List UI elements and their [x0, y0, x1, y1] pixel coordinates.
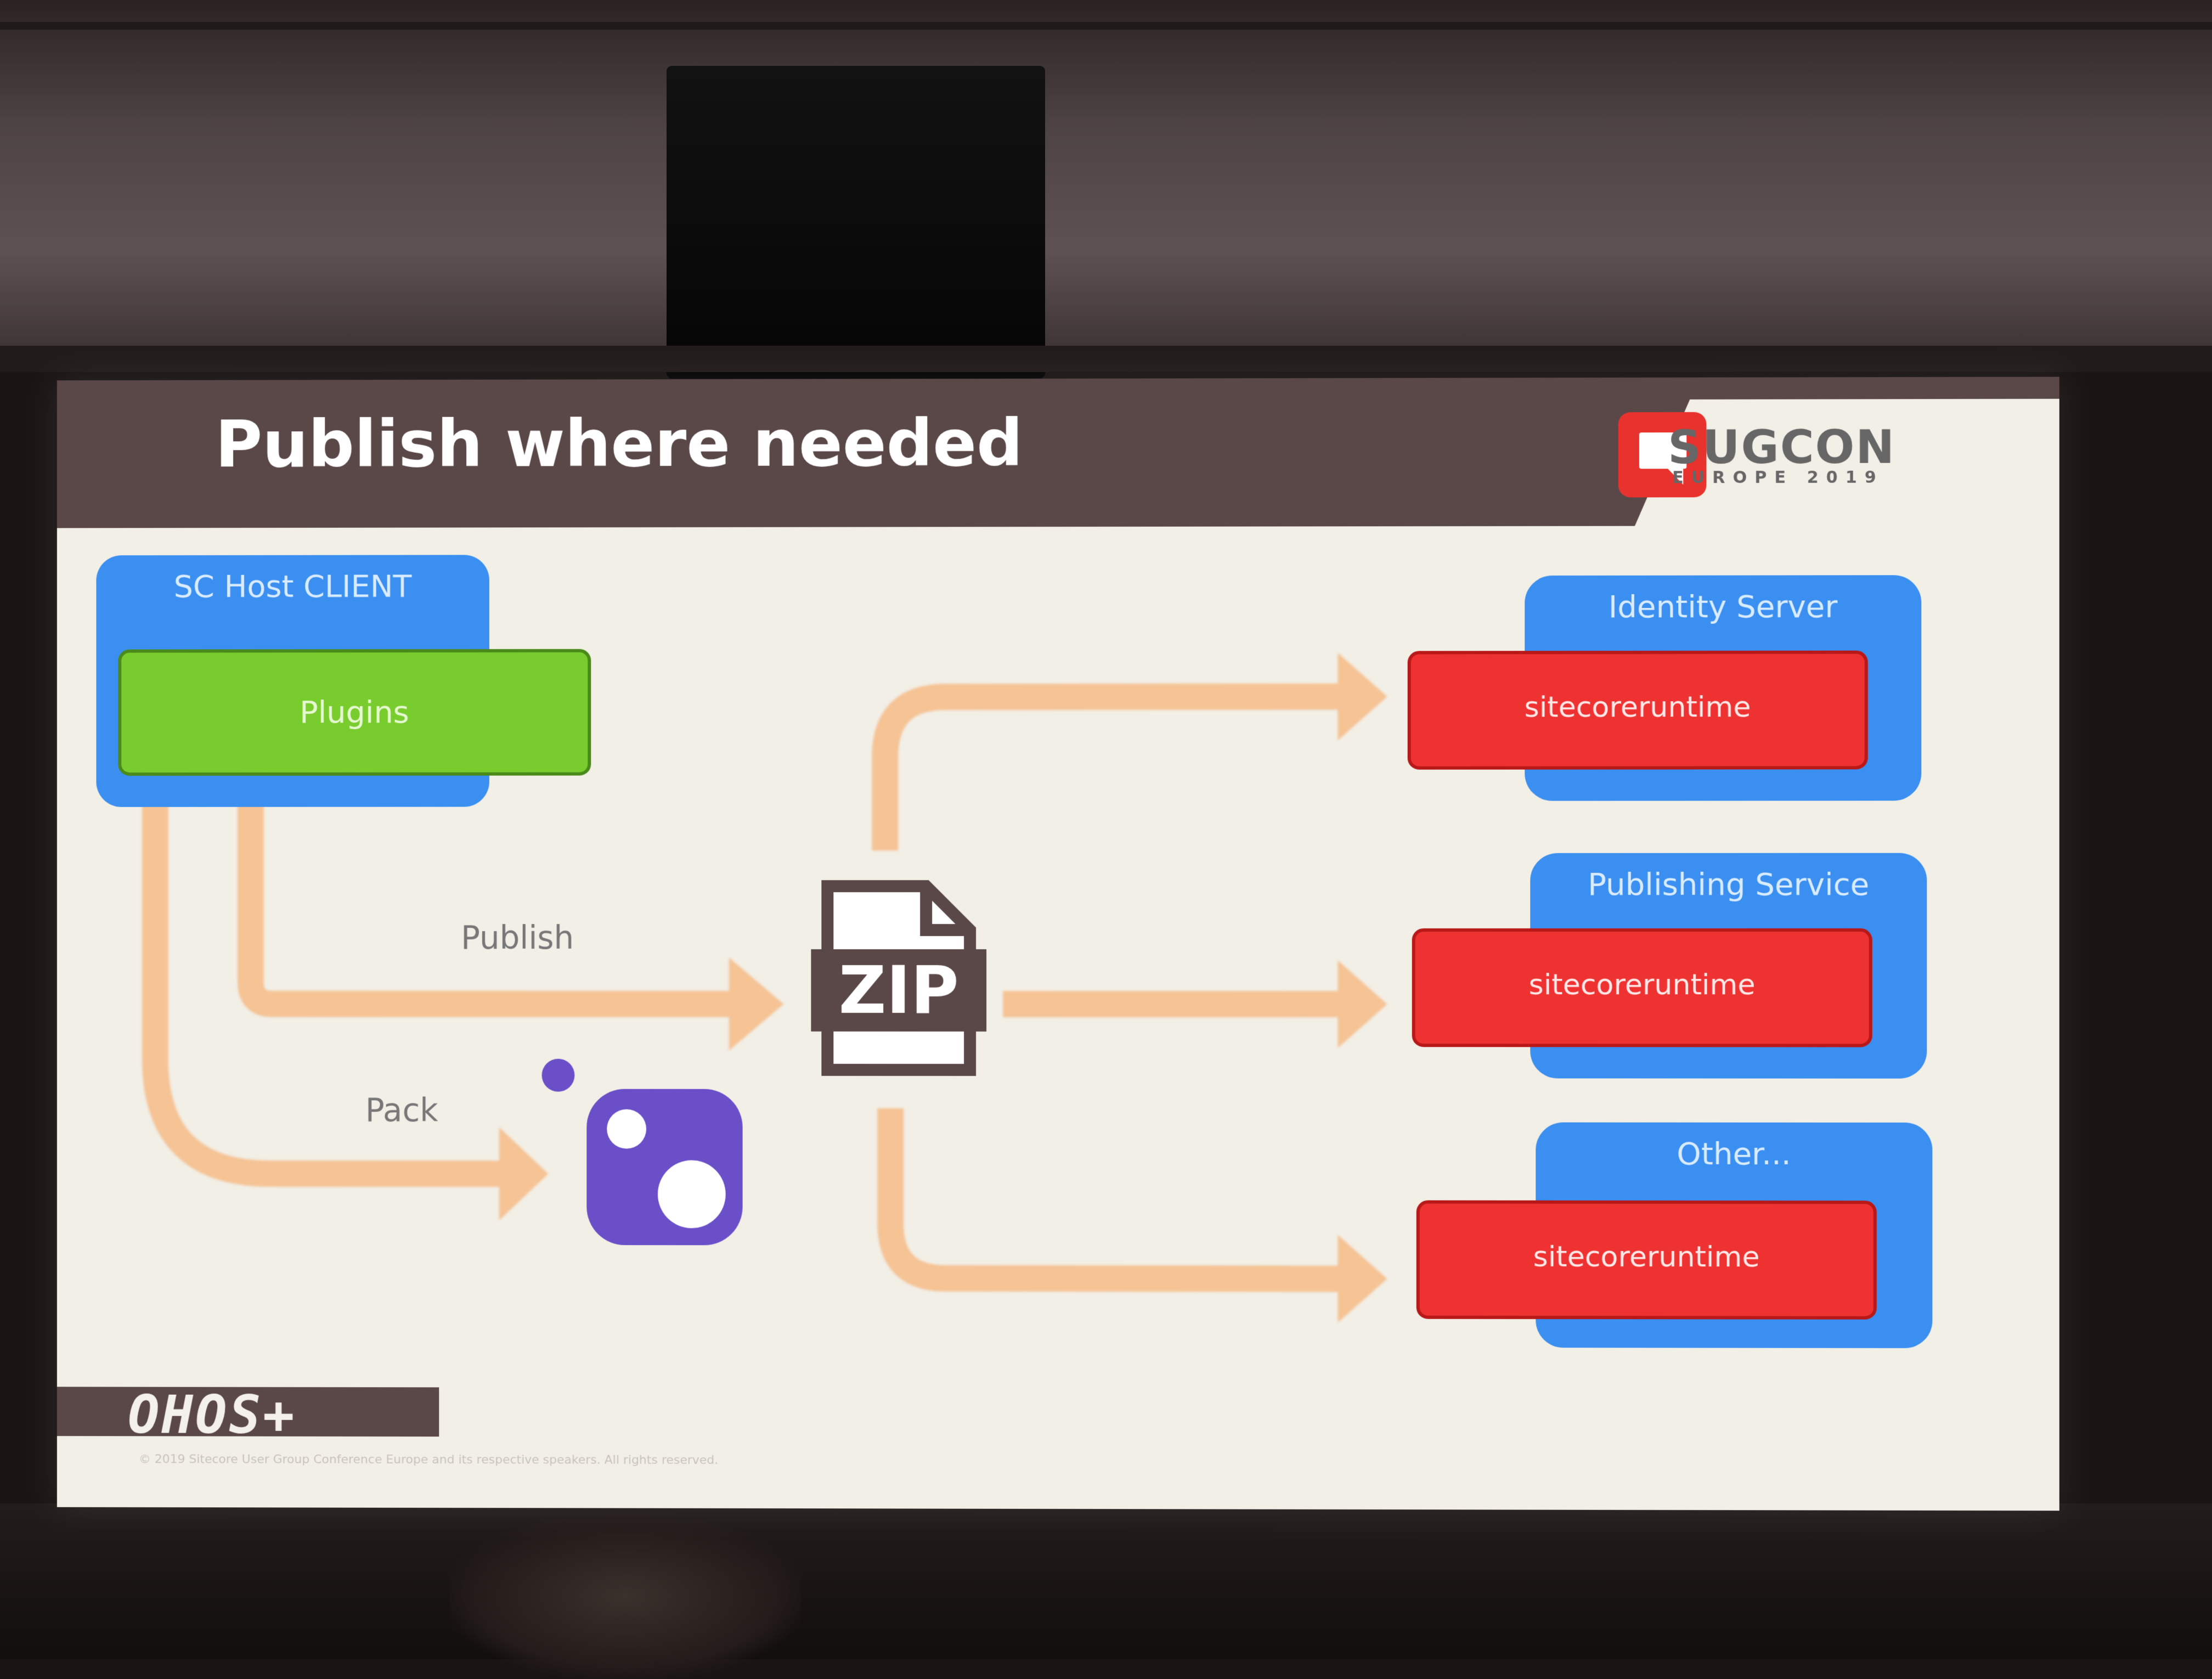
pack-arrow	[155, 763, 505, 1174]
client-box-label: SC Host CLIENT	[96, 568, 489, 605]
identity-server-label: Identity Server	[1525, 589, 1921, 625]
publish-diagram	[57, 377, 2059, 1511]
identity-runtime-label: sitecoreruntime	[1409, 691, 1866, 724]
branch-top-arrowhead	[1338, 652, 1387, 740]
footer-logo: OHOS+	[128, 1384, 296, 1446]
room-wall	[0, 0, 2212, 357]
nuget-icon	[542, 1059, 743, 1246]
audience-area	[0, 1503, 2212, 1659]
branch-top-arrow	[885, 697, 1348, 851]
branch-middle-arrowhead	[1338, 960, 1387, 1048]
publish-label: Publish	[461, 919, 574, 956]
publish-arrowhead	[729, 957, 784, 1051]
other-runtime-label: sitecoreruntime	[1418, 1241, 1875, 1274]
zip-label: ZIP	[811, 949, 986, 1032]
plugins-label: Plugins	[120, 695, 589, 730]
publishing-runtime-label: sitecoreruntime	[1414, 968, 1871, 1001]
branch-bottom-arrowhead	[1338, 1235, 1387, 1322]
branch-bottom-arrow	[890, 1108, 1348, 1279]
footer-copyright: © 2019 Sitecore User Group Conference Eu…	[139, 1452, 718, 1467]
screen-housing	[0, 346, 2212, 372]
publishing-service-label: Publishing Service	[1530, 867, 1927, 903]
audience-head	[450, 1514, 801, 1679]
pack-arrowhead	[499, 1127, 549, 1220]
projector	[667, 66, 1045, 379]
other-label: Other...	[1536, 1136, 1932, 1173]
ceiling-line	[0, 22, 2212, 30]
publish-arrow	[251, 801, 735, 1004]
pack-label: Pack	[365, 1091, 438, 1129]
projected-slide: Publish where needed SUGCON EUROPE 2019	[57, 377, 2059, 1511]
